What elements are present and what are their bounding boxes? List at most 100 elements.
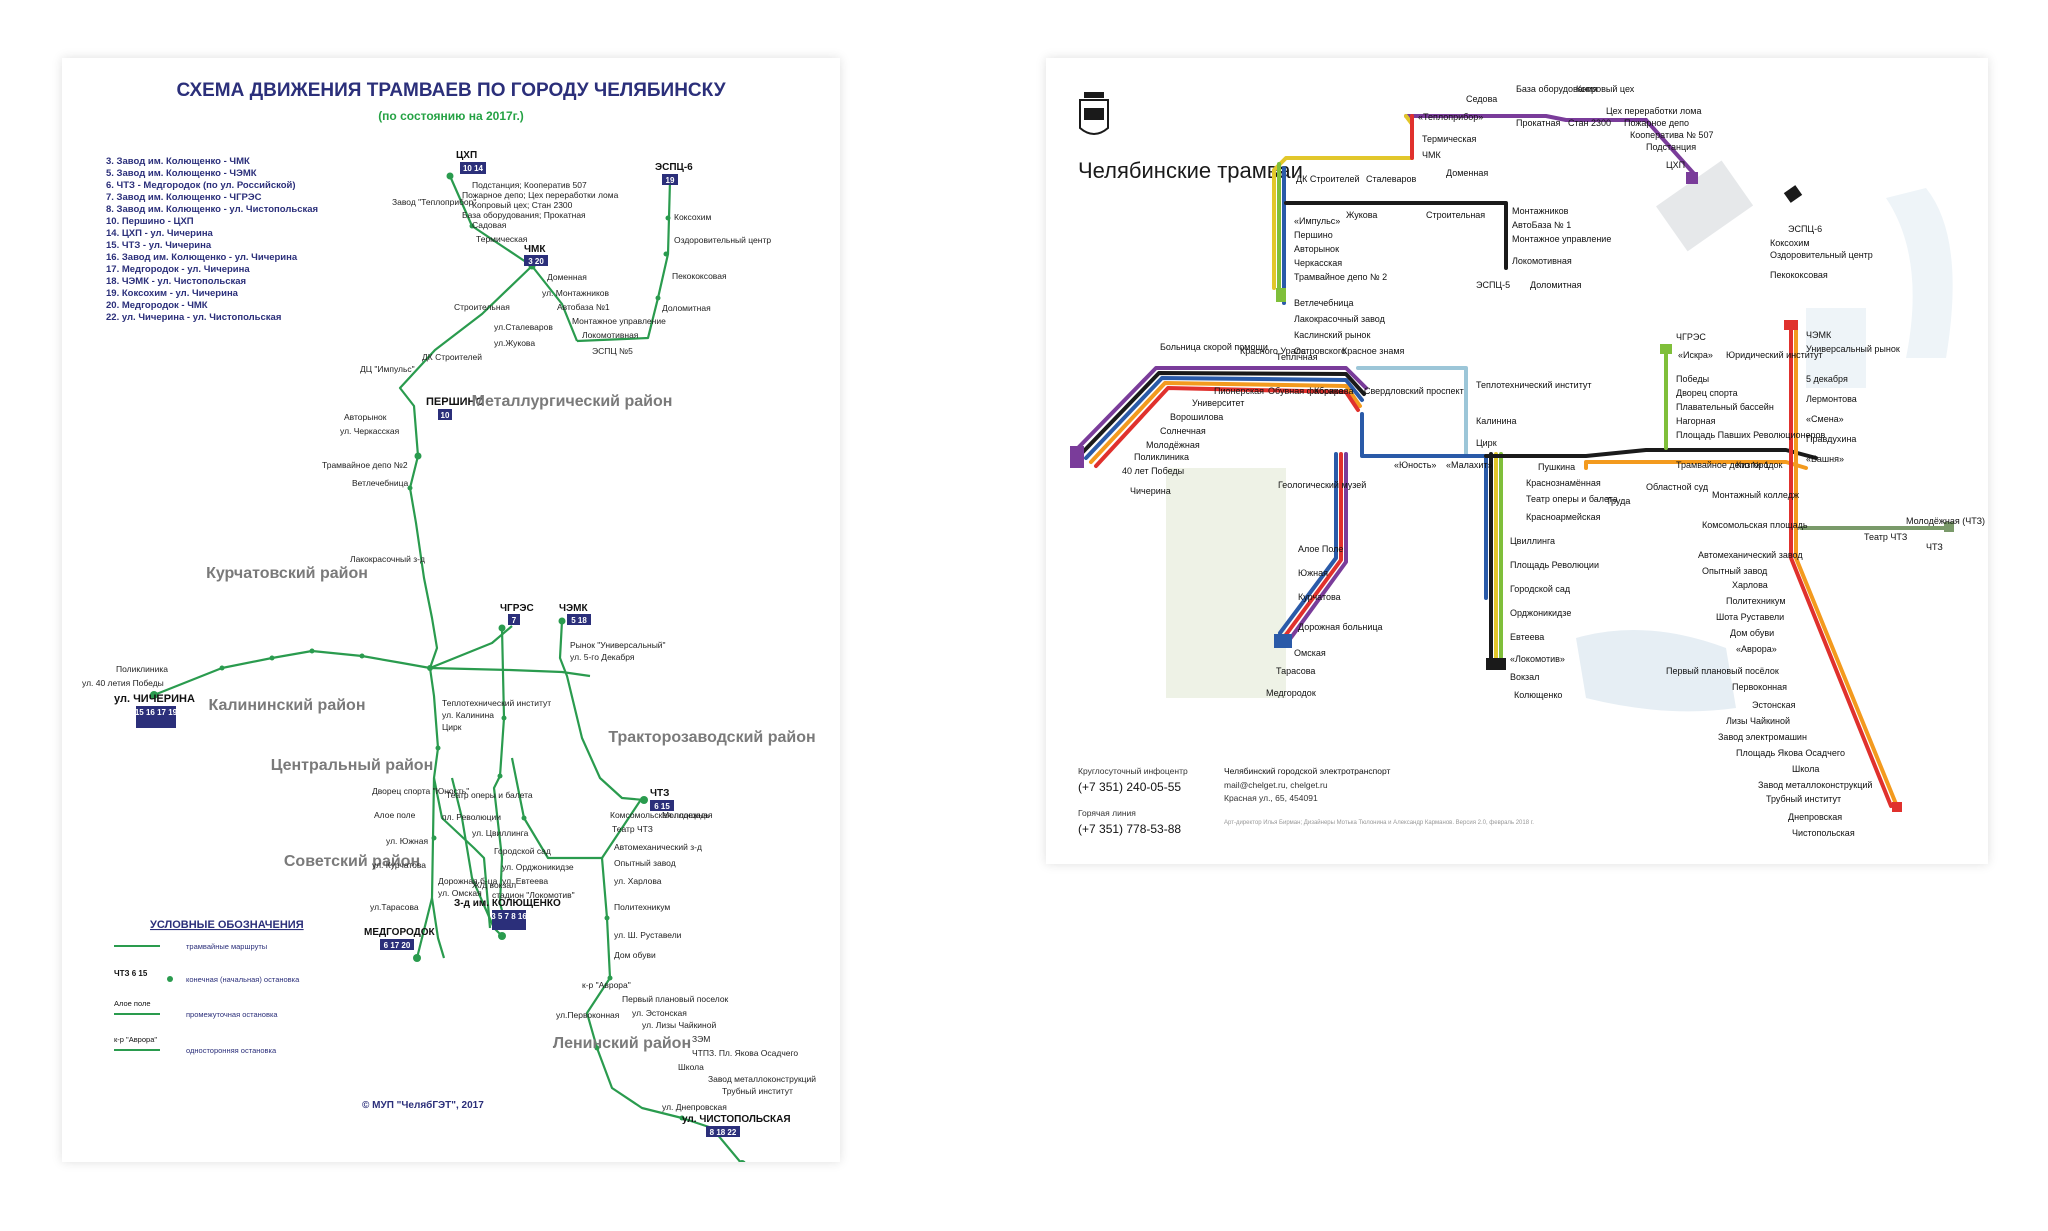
district-label: Центральный район [271,757,434,774]
stop-dot [407,485,413,491]
stop-label: Пионерская [1214,386,1264,396]
stop-label: Копровый цех [1576,84,1635,94]
line-medgorodok [415,897,434,959]
terminal-name: ЧЭМК [559,603,588,614]
stop-label: Медгородок [1266,688,1316,698]
stop-label: Чистопольская [1792,828,1855,838]
stop-label: Дорожная б-ца [438,876,498,886]
stop-label: Политехникум [1726,596,1786,606]
stop-label: Молодёжная (ЧТЗ) [1906,516,1985,526]
stop-label: Комсомольская площадь [610,810,710,820]
stop-label: Подстанция [1646,142,1696,152]
stop-label: Курчатова [1298,592,1341,602]
line-orange-west [1089,381,1362,464]
terminal-routes: 8 18 22 [710,1128,737,1137]
stop-label: Завод "Теплоприбор" [392,197,476,207]
line-purple-south [1288,452,1348,641]
stop-label: ЧМК [1422,150,1441,160]
terminal-routes: 7 [512,616,517,625]
stop-dot [594,1045,600,1051]
stop-label: Першино [1294,230,1333,240]
stop-label: ЧТПЗ. Пл. Якова Осадчего [692,1048,798,1058]
stop-label: Красноармейская [1526,512,1601,522]
stop-label: Оздоровительный центр [1770,250,1873,260]
legend-sample: Алое поле [114,999,151,1008]
industrial-zone [1656,160,1754,252]
stop-label: Лермонтова [1806,394,1857,404]
route-list-item: 20. Медгородок - ЧМК [106,300,208,311]
terminal-name: ЧТЗ [650,788,669,799]
stop-label: Строительная [454,302,510,312]
terminal-routes: 6 15 [654,802,670,811]
stop-label: Термическая [1422,134,1477,144]
stop-label: ЗЭМ [692,1034,710,1044]
stop-label: Дворец спорта [1676,388,1738,398]
stop-label: Коксохим [1770,238,1810,248]
tram-network [153,175,742,1162]
stop-label: Садовая [472,220,507,230]
stop-label: ДЦ "Импульс" [360,364,415,374]
terminal-box [508,614,520,625]
stop-label: Островского [1294,346,1346,356]
terminal-name: ПЕРШИНО [426,396,484,408]
stop-label: Черкасская [1294,258,1342,268]
stop-label: Доменная [547,272,587,282]
credits: Арт-директор Илья Бирман; Дизайнеры Моть… [1224,819,1534,826]
stop-label: Дорожная больница [1298,622,1383,632]
stop-label: «Юность» [1394,460,1436,470]
stop-label: Завод металлоконструкций [708,1074,816,1084]
stop-dot [269,655,275,661]
stop-label: Локомотивная [1512,256,1572,266]
stop-label: «Аврора» [1736,644,1777,654]
route-list-item: 19. Коксохим - ул. Чичерина [106,288,239,299]
route-list-item: 15. ЧТЗ - ул. Чичерина [106,240,212,251]
district-label: Курчатовский район [206,565,368,582]
stop-label: Орджоникидзе [1510,608,1571,618]
stop-dot [655,295,661,301]
stop-label: Кизгородок [1736,460,1783,470]
stop-dot [219,665,225,671]
terminal-routes: 3 5 7 8 16 [491,912,527,921]
terminal-box [650,800,674,811]
stop-label: ДК Строителей [1296,174,1360,184]
stop-label: Театр оперы и балета [446,790,533,800]
stop-dot [521,815,527,821]
stop-dot [446,172,454,180]
district-label: Металлургический район [472,393,673,410]
terminal-routes: 10 14 [463,164,484,173]
line-sovetsky [432,777,492,929]
terminal-marker [1486,658,1506,670]
right-map-svg: Челябинские трамваи [1070,84,1985,838]
stop-label: пл. Революции [442,812,501,822]
terminal-routes: 3 20 [528,257,544,266]
stop-label: Трамвайное депо №2 [322,460,408,470]
legend-dot [167,976,173,982]
stop-label: Вокзал [1510,672,1539,682]
stop-label: Пекококсовая [1770,270,1828,280]
stop-label: Универсальный рынок [1806,344,1900,354]
stop-dot [497,773,503,779]
stop-label: Локомотивная [582,330,639,340]
stop-label: Правдухина [1806,434,1856,444]
coat-of-arms-logo [1079,92,1109,135]
stop-label: Автобаза №1 [557,302,610,312]
water-area [1806,308,1866,388]
stop-dot [414,452,422,460]
stop-label: Городской сад [494,846,551,856]
stop-label: Первый плановый посёлок [1666,666,1779,676]
info-phone[interactable]: (+7 351) 240-05-55 [1078,780,1181,794]
terminal-box [136,706,176,728]
legend-sample: к-р "Аврора" [114,1035,157,1044]
org-email[interactable]: mail@chelget.ru, chelget.ru [1224,780,1328,790]
stop-label: ул. 40 летия Победы [82,678,164,688]
right-tram-map: Челябинские трамваи [1046,58,1988,864]
line-red-west [1094,386,1360,468]
stop-label: Харлова [1732,580,1768,590]
line-black-east [1484,448,1818,460]
stop-label: Геологический музей [1278,480,1366,490]
line-leninsky [585,857,742,1162]
stop-label: Трубный институт [722,1086,793,1096]
route-list-item: 16. Завод им. Колющенко - ул. Чичерина [106,252,298,263]
hotline-phone[interactable]: (+7 351) 778-53-88 [1078,822,1181,836]
terminal-marker [1660,344,1672,354]
